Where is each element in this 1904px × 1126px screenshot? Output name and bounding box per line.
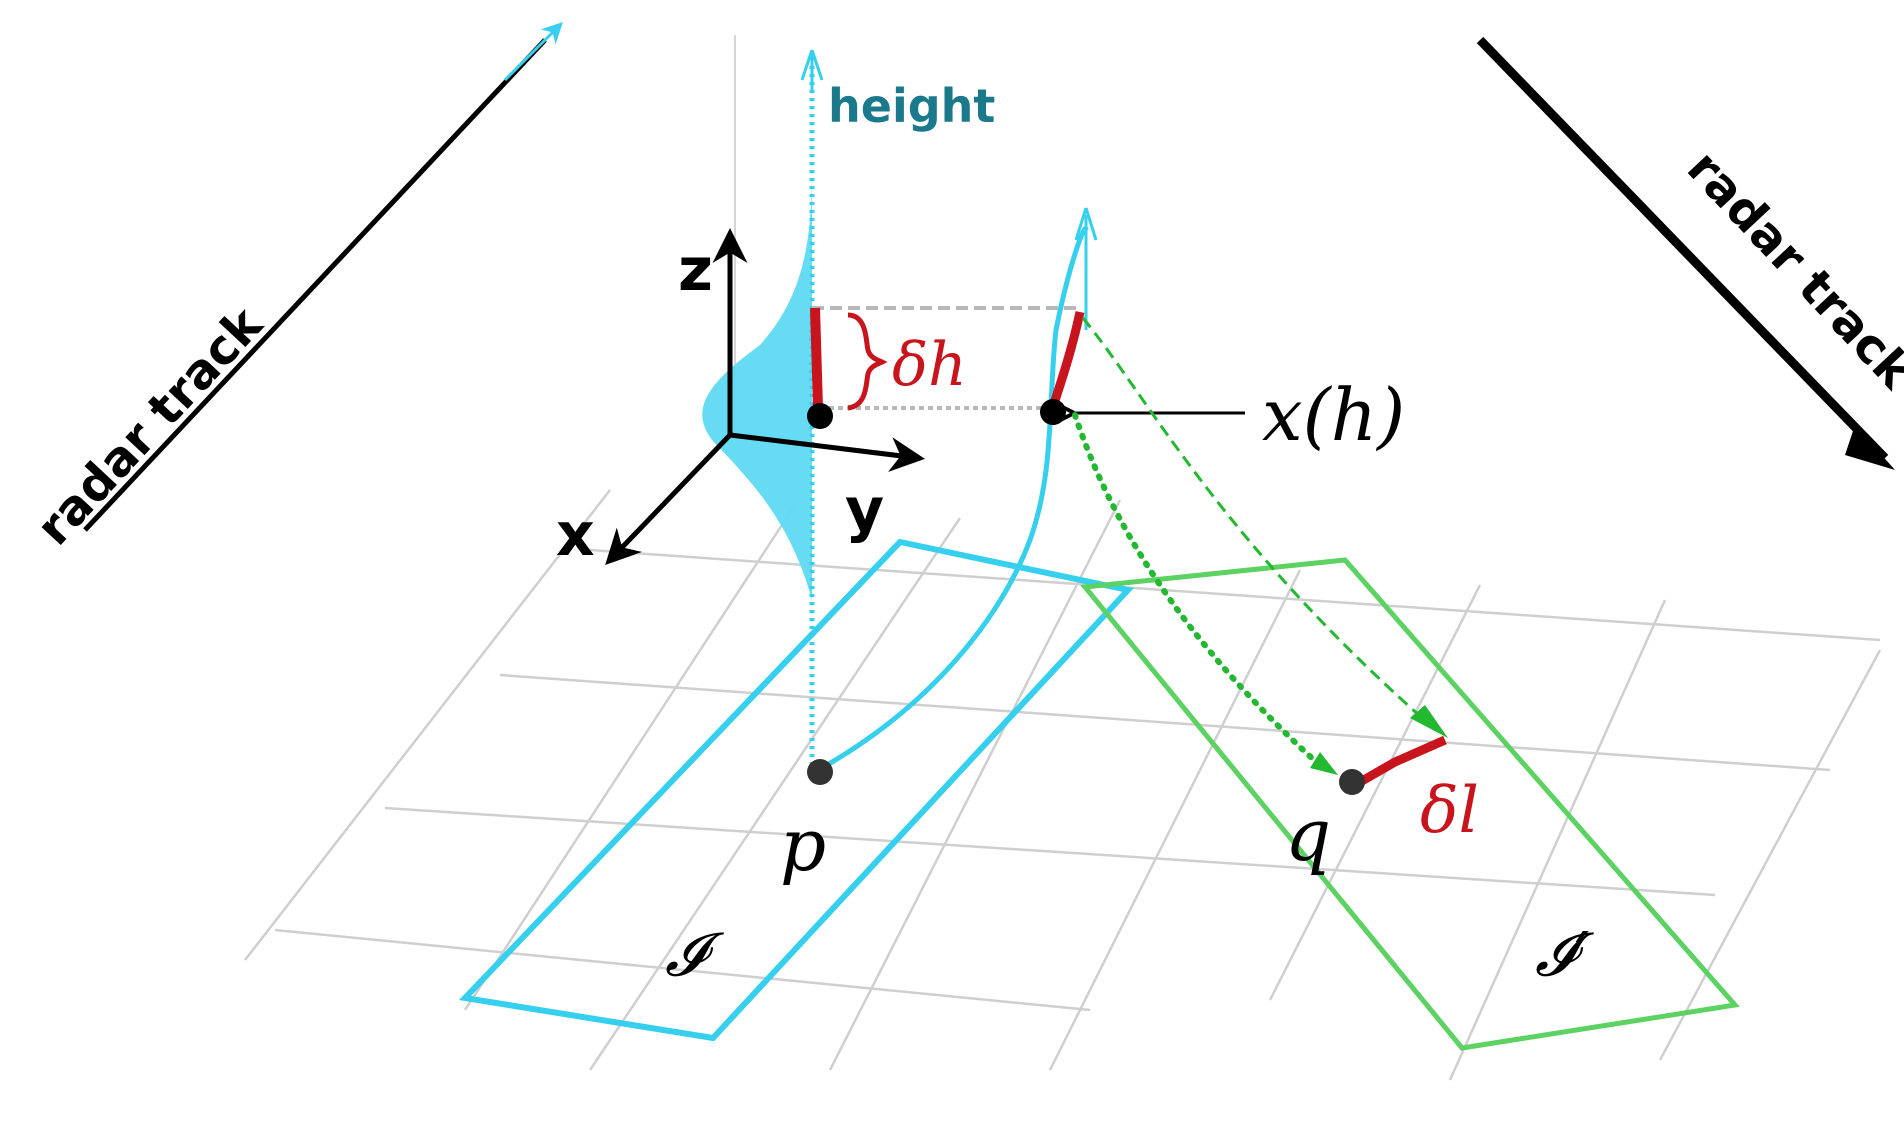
green-dotted-projection — [1072, 412, 1328, 773]
image-footprint-I — [458, 538, 1134, 1042]
image-I-label: 𝓘 — [665, 920, 724, 990]
point-p-label: p — [780, 803, 826, 887]
delta-l-label: δl — [1420, 774, 1479, 848]
delta-h-label: δh — [892, 330, 967, 400]
image-footprint-I-prime — [1080, 557, 1740, 1051]
green-dashed-projection — [1081, 317, 1431, 727]
radar-track-right: radar track — [1476, 36, 1904, 470]
point-q-label: q — [1285, 793, 1331, 877]
axis-z-label: z — [678, 235, 713, 305]
x-of-h-label: x(h) — [1262, 373, 1405, 457]
delta-h-segment-vertical — [810, 307, 823, 409]
point-p — [807, 759, 833, 785]
axis-y-label: y — [845, 475, 884, 545]
point-x-of-h — [1040, 399, 1066, 425]
point-on-height-axis — [807, 403, 833, 429]
radar-track-left: radar track — [26, 22, 563, 556]
projection-curve-cyan — [825, 226, 1089, 768]
coordinate-axes — [605, 228, 925, 566]
delta-h-brace — [847, 312, 888, 411]
height-label: height — [828, 79, 995, 133]
ground-grid — [244, 489, 1882, 1081]
image-I-prime-label: 𝓘′ — [1535, 920, 1594, 990]
height-distribution — [702, 170, 812, 600]
axis-x-label: x — [556, 500, 595, 570]
point-q — [1339, 769, 1365, 795]
radar-track-left-label: radar track — [26, 296, 274, 556]
delta-l-segment — [1352, 735, 1447, 789]
